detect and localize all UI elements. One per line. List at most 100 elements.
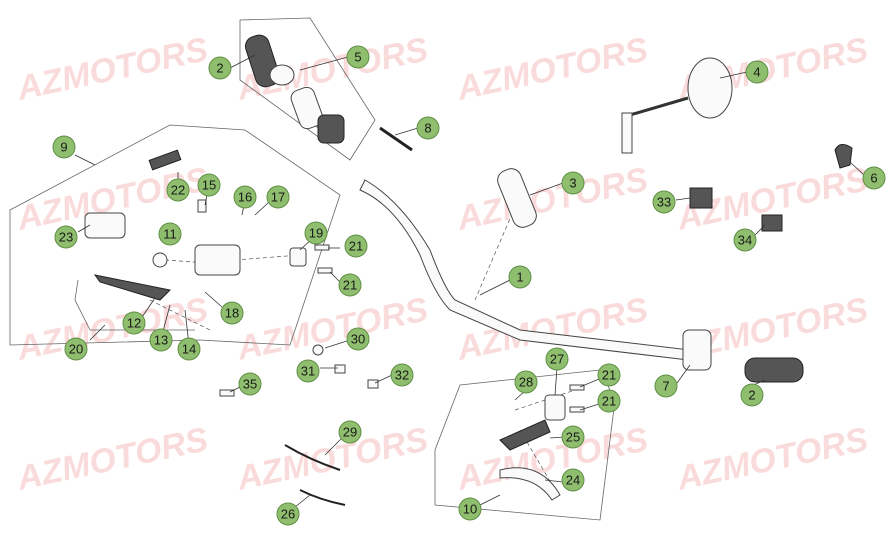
callout-6: 6	[862, 166, 886, 190]
callout-35: 35	[238, 372, 262, 396]
callout-27: 27	[545, 347, 569, 371]
callout-16: 16	[233, 185, 257, 209]
callout-label: 4	[753, 65, 760, 80]
callout-21: 21	[344, 234, 368, 258]
grip-bottom-part	[744, 357, 804, 383]
watermark: AZMOTORS	[13, 30, 212, 108]
callout-7: 7	[654, 374, 678, 398]
callout-label: 6	[870, 171, 877, 186]
callout-34: 34	[733, 228, 757, 252]
callout-label: 14	[182, 342, 196, 357]
bolt-parts	[197, 199, 585, 413]
watermark: AZMOTORS	[233, 420, 432, 498]
brake-assembly-part	[499, 394, 566, 501]
callout-8: 8	[416, 116, 440, 140]
callout-19: 19	[304, 221, 328, 245]
callout-26: 26	[276, 502, 300, 526]
callout-23: 23	[54, 225, 78, 249]
callout-24: 24	[561, 468, 585, 492]
callout-label: 16	[238, 190, 252, 205]
callout-label: 21	[343, 278, 357, 293]
callout-label: 17	[271, 190, 285, 205]
watermark: AZMOTORS	[233, 290, 432, 368]
clamp-part	[834, 144, 853, 169]
callout-label: 15	[202, 178, 216, 193]
callout-1: 1	[508, 265, 532, 289]
callout-label: 18	[225, 306, 239, 321]
callout-label: 26	[281, 507, 295, 522]
bar-pad-part	[497, 168, 537, 228]
callout-label: 20	[69, 342, 83, 357]
callout-label: 35	[243, 377, 257, 392]
callout-label: 8	[424, 121, 431, 136]
throttle-housing-part	[290, 86, 345, 144]
callout-label: 12	[127, 316, 141, 331]
callout-label: 23	[59, 230, 73, 245]
callout-label: 21	[349, 239, 363, 254]
callout-9: 9	[52, 135, 76, 159]
callout-label: 24	[566, 473, 580, 488]
callout-21: 21	[597, 363, 621, 387]
callout-label: 19	[309, 226, 323, 241]
callout-29: 29	[338, 420, 362, 444]
clutch-assembly-part	[84, 149, 307, 301]
callout-label: 28	[519, 375, 533, 390]
callout-label: 13	[154, 333, 168, 348]
callout-label: 21	[602, 368, 616, 383]
callout-33: 33	[652, 190, 676, 214]
group-frame-throttle	[239, 17, 376, 161]
grip-top-part	[244, 34, 295, 88]
clip-part-33	[689, 187, 713, 209]
callout-label: 10	[463, 502, 477, 517]
callout-32: 32	[390, 363, 414, 387]
watermark: AZMOTORS	[13, 420, 212, 498]
watermark: AZMOTORS	[453, 160, 652, 238]
callout-label: 27	[550, 352, 564, 367]
callout-11: 11	[158, 222, 182, 246]
callout-label: 3	[569, 176, 576, 191]
watermark: AZMOTORS	[673, 420, 872, 498]
callout-label: 29	[343, 425, 357, 440]
callout-label: 5	[354, 50, 361, 65]
switch-part	[682, 329, 712, 371]
callout-5: 5	[346, 45, 370, 69]
callout-label: 25	[566, 430, 580, 445]
callout-13: 13	[149, 328, 173, 352]
callout-10: 10	[458, 497, 482, 521]
callout-label: 11	[163, 227, 177, 242]
mirror-part	[621, 57, 733, 154]
callout-label: 33	[657, 195, 671, 210]
callout-label: 34	[738, 233, 752, 248]
callout-label: 21	[602, 394, 616, 409]
callout-label: 1	[516, 270, 523, 285]
callout-18: 18	[220, 301, 244, 325]
callout-17: 17	[266, 185, 290, 209]
callout-31: 31	[296, 359, 320, 383]
callout-15: 15	[197, 173, 221, 197]
callout-21: 21	[338, 273, 362, 297]
cable-part	[379, 126, 413, 152]
watermark: AZMOTORS	[453, 30, 652, 108]
callout-label: 22	[171, 183, 185, 198]
callout-2: 2	[208, 56, 232, 80]
callout-30: 30	[346, 327, 370, 351]
callout-12: 12	[122, 311, 146, 335]
clip-part-34	[761, 214, 783, 232]
callout-20: 20	[64, 337, 88, 361]
callout-label: 32	[395, 368, 409, 383]
callout-3: 3	[561, 171, 585, 195]
callout-label: 9	[60, 140, 67, 155]
callout-14: 14	[177, 337, 201, 361]
callouts: 2 5 4 8 9 22 15 16 17 3 6 33 34 23 11 19…	[52, 45, 886, 526]
callout-21: 21	[597, 389, 621, 413]
callout-25: 25	[561, 425, 585, 449]
callout-label: 2	[748, 388, 755, 403]
callout-label: 30	[351, 332, 365, 347]
callout-2: 2	[740, 383, 764, 407]
callout-4: 4	[745, 60, 769, 84]
callout-label: 7	[662, 379, 669, 394]
group-frame-left-control	[9, 124, 341, 346]
callout-28: 28	[514, 370, 538, 394]
callout-leaders	[74, 54, 865, 508]
